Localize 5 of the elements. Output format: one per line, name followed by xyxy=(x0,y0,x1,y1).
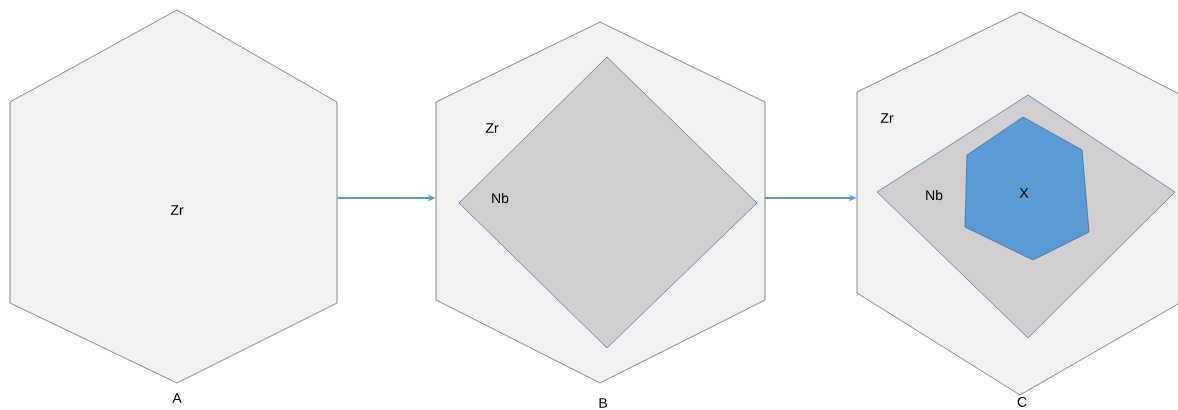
caption-letter: A xyxy=(172,393,182,403)
hexagon: X xyxy=(964,116,1090,261)
caption-letter: C xyxy=(1017,397,1027,407)
caption-letter: B xyxy=(599,398,607,408)
hexagon: Zr xyxy=(9,9,338,384)
